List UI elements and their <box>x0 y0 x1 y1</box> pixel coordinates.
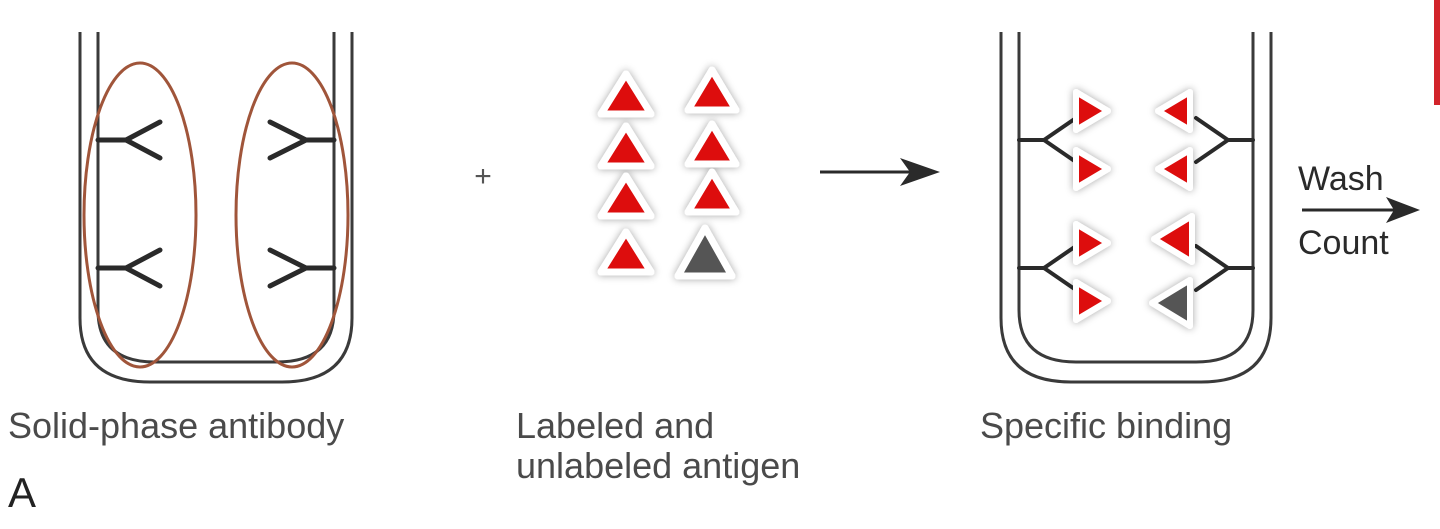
antibody-left-lower <box>95 247 163 289</box>
count-label: Count <box>1298 224 1389 262</box>
antibody-bound-left-upper <box>1017 116 1078 164</box>
tube-outer-wall <box>999 32 1273 384</box>
highlight-ellipse-left <box>82 61 198 369</box>
red-triangle-icon <box>1073 147 1111 191</box>
caption-solid-phase-antibody: Solid-phase antibody <box>8 405 345 446</box>
antibody-bound-right-lower <box>1194 244 1255 292</box>
gray-triangle-icon <box>1149 277 1193 329</box>
caption-specific-binding: Specific binding <box>980 405 1233 446</box>
red-triangle-icon <box>1151 213 1195 265</box>
antibody-right-lower <box>267 247 337 289</box>
wash-arrow-icon <box>1302 197 1420 223</box>
red-triangle-icon <box>684 66 740 114</box>
gray-triangle-icon <box>674 224 736 280</box>
antibody-bound-right-upper <box>1194 116 1255 164</box>
red-triangle-icon <box>1073 89 1111 133</box>
red-triangle-icon <box>684 168 740 216</box>
tube-solid-phase <box>78 32 354 384</box>
tube-outer-wall <box>78 32 354 384</box>
caption-labeled-antigen-line2: unlabeled antigen <box>516 445 801 486</box>
highlight-ellipse-right <box>234 61 350 369</box>
wash-label: Wash <box>1298 160 1384 198</box>
tube-inner-wall <box>96 32 336 364</box>
caption-labeled-antigen-line1: Labeled and <box>516 405 715 446</box>
red-triangle-icon <box>1073 279 1111 323</box>
red-triangle-icon <box>597 228 655 276</box>
plus-sign: + <box>474 160 492 193</box>
tube-specific-binding <box>999 32 1273 384</box>
edge-accent-bar <box>1434 0 1440 105</box>
panel-letter: A <box>8 469 37 516</box>
antibody-right-upper <box>267 119 337 161</box>
antibody-left-upper <box>95 119 163 161</box>
right-arrow-icon <box>820 158 940 186</box>
red-triangle-icon <box>1073 221 1111 265</box>
tube-inner-wall <box>1017 32 1255 364</box>
red-triangle-icon <box>597 172 655 220</box>
red-triangle-icon <box>597 70 655 118</box>
red-triangle-icon <box>684 120 740 168</box>
antigen-grid <box>597 66 740 280</box>
red-triangle-icon <box>1155 147 1193 191</box>
red-triangle-icon <box>597 122 655 170</box>
red-triangle-icon <box>1155 89 1193 133</box>
antibody-bound-left-lower <box>1017 244 1078 292</box>
